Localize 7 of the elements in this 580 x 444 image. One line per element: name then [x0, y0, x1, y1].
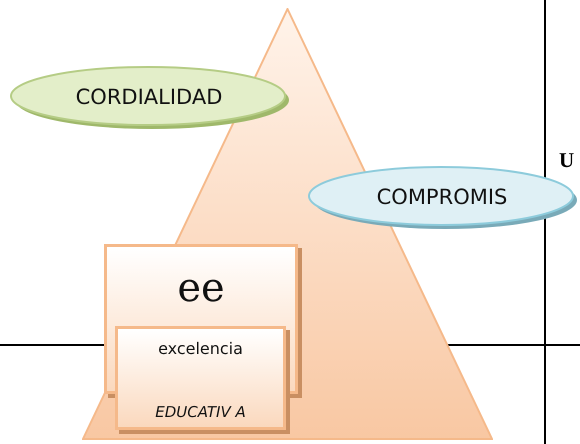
box-subtitle: EDUCATIV A: [155, 403, 246, 421]
ellipse-label: COMPROMIS: [376, 185, 508, 209]
box-title: ee: [177, 265, 225, 311]
text-fragment: U: [559, 148, 574, 173]
value-ellipse: [8, 64, 290, 130]
box-title: excelencia: [158, 339, 243, 358]
ellipse-label: CORDIALIDAD: [76, 85, 222, 109]
